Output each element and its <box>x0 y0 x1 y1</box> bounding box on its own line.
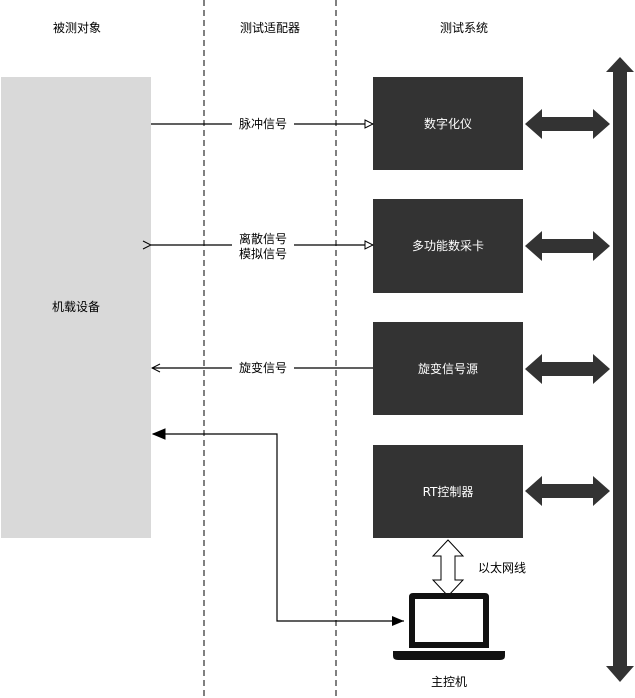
equipment-box <box>1 77 151 538</box>
module-rt-label: RT控制器 <box>423 485 474 499</box>
column-header-adapter: 测试适配器 <box>240 20 300 35</box>
resolver-signal-label: 旋变信号 <box>239 360 287 375</box>
ethernet-label: 以太网线 <box>478 560 526 575</box>
bus-connector-multi <box>525 231 610 261</box>
ethernet-cable-arrow <box>431 539 465 597</box>
module-digital <box>373 77 523 170</box>
module-digital-label: 数字化仪 <box>424 116 472 131</box>
column-header-object: 被测对象 <box>53 21 101 35</box>
discrete-analog-label-bg <box>232 230 294 262</box>
host-label: 主控机 <box>431 675 467 689</box>
module-multi <box>373 199 523 293</box>
discrete-signal-label: 离散信号 <box>239 231 287 246</box>
equipment-label: 机载设备 <box>52 300 100 314</box>
host-connection-arrow <box>392 616 404 626</box>
laptop-icon <box>393 593 505 660</box>
column-header-system: 测试系统 <box>440 20 488 35</box>
pulse-signal-label: 脉冲信号 <box>239 116 287 131</box>
system-bus-arrow <box>606 57 634 682</box>
bus-connector-rt <box>525 476 610 506</box>
bus-connector-resolver <box>525 354 610 384</box>
module-multi-label: 多功能数采卡 <box>412 238 484 253</box>
resolver-signal-label-bg <box>232 360 294 376</box>
module-resolver-label: 旋变信号源 <box>418 361 478 376</box>
host-to-equipment-line <box>153 434 404 622</box>
pulse-signal-label-bg <box>232 116 294 132</box>
module-rt <box>373 445 523 538</box>
analog-signal-label: 模拟信号 <box>239 247 287 261</box>
bus-connector-digital <box>525 109 610 139</box>
module-resolver <box>373 322 523 415</box>
